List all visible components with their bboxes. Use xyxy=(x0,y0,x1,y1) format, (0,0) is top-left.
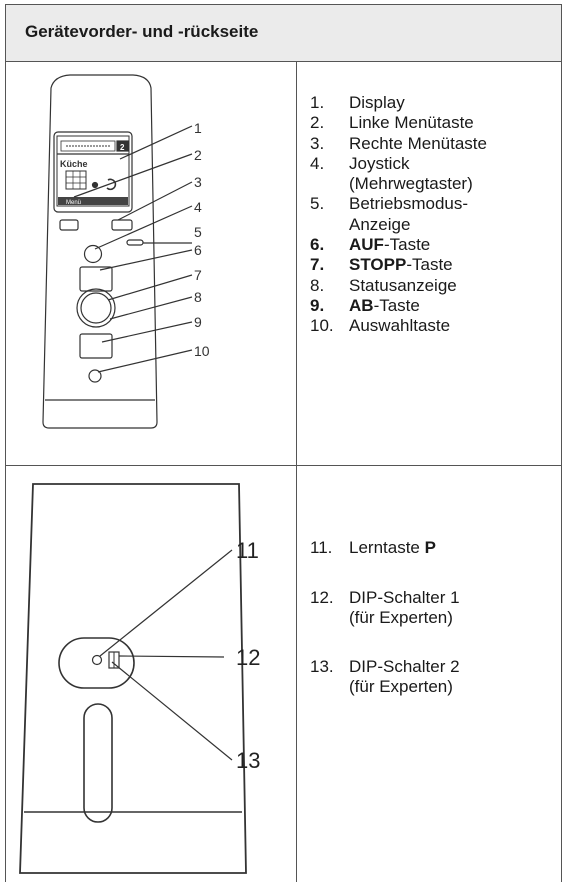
callout-10: 10 xyxy=(194,343,210,359)
display-number: 2 xyxy=(120,143,125,152)
callout-12: 12 xyxy=(236,645,260,670)
callout-6: 6 xyxy=(194,242,202,258)
list-item: 3.Rechte Menütaste xyxy=(310,133,487,153)
callout-1: 1 xyxy=(194,120,202,136)
list-item: Anzeige xyxy=(349,214,411,234)
display-location: Küche xyxy=(60,159,88,169)
list-item: 8.Statusanzeige xyxy=(310,275,457,295)
table-row-divider xyxy=(5,61,562,62)
table-column-divider xyxy=(296,61,297,882)
callout-9: 9 xyxy=(194,314,202,330)
callout-8: 8 xyxy=(194,289,202,305)
list-item: 5.Betriebsmodus- xyxy=(310,194,469,214)
front-device-figure: 2 Küche Menü 1 2 3 4 5 6 7 8 9 10 xyxy=(42,74,210,429)
list-item: 13. DIP-Schalter 2(für Experten) xyxy=(310,657,460,697)
back-device-figure: 11 12 13 xyxy=(19,483,260,874)
list-item: 1.Display xyxy=(310,93,405,112)
list-item: 9.AB-Taste xyxy=(310,295,420,315)
table-row-divider xyxy=(5,465,562,466)
table-border-right xyxy=(561,4,562,882)
list-item: 4.Joystick xyxy=(310,153,410,173)
callout-13: 13 xyxy=(236,748,260,773)
section-title: Gerätevorder- und -rückseite xyxy=(25,22,259,41)
table-border-top xyxy=(5,4,562,5)
table-border-left xyxy=(5,4,6,882)
list-item: 10.Auswahltaste xyxy=(310,316,451,336)
front-legend-list: 1.Display 2.Linke Menütaste 3.Rechte Men… xyxy=(310,93,555,337)
list-item: (Mehrwegtaster) xyxy=(349,174,473,194)
list-item: 2.Linke Menütaste xyxy=(310,113,474,133)
list-item: 6.AUF-Taste xyxy=(310,235,431,255)
callout-4: 4 xyxy=(194,199,202,215)
list-item: 7.STOPP-Taste xyxy=(310,255,453,275)
callout-7: 7 xyxy=(194,267,202,283)
display-menu-label: Menü xyxy=(66,200,81,206)
callout-3: 3 xyxy=(194,174,202,190)
back-legend-list: 11. Lerntaste P 12. DIP-Schalter 1(für E… xyxy=(310,538,555,698)
callout-11: 11 xyxy=(236,538,259,563)
list-item: 12. DIP-Schalter 1(für Experten) xyxy=(310,588,460,628)
header-cell: Gerätevorder- und -rückseite xyxy=(6,5,561,61)
callout-5: 5 xyxy=(194,224,202,240)
list-item: 11. Lerntaste P xyxy=(310,538,436,557)
callout-2: 2 xyxy=(194,147,202,163)
